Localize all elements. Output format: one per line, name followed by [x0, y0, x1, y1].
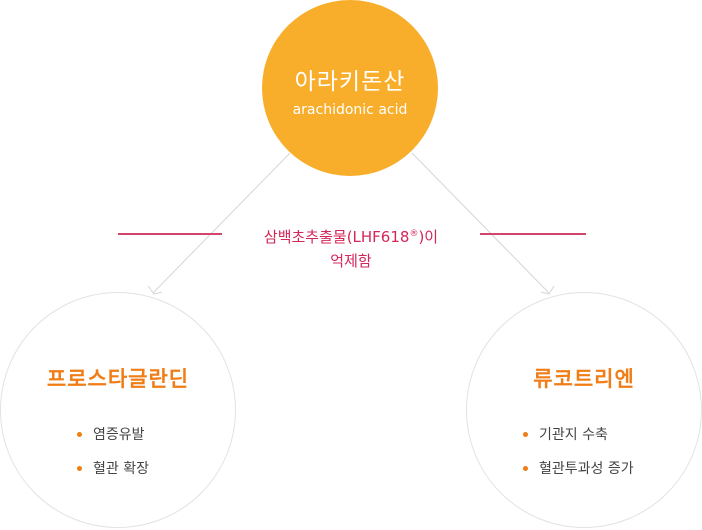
inhibitor-line-left — [118, 233, 222, 235]
list-item: 기관지 수축 — [523, 425, 634, 459]
prostaglandin-title: 프로스타글란딘 — [46, 367, 190, 391]
inhibitor-line1: 삼백초추출물(LHF618®)이 — [263, 228, 439, 246]
arachidonic-acid-node: 아라키돈산 arachidonic acid — [262, 0, 438, 176]
list-item: 혈관 확장 — [77, 459, 149, 493]
inhibitor-label: 삼백초추출물(LHF618®)이 억제함 — [226, 222, 476, 273]
leukotriene-effects: 기관지 수축 혈관투과성 증가 — [523, 425, 634, 493]
bullet-icon — [523, 432, 528, 437]
bullet-icon — [77, 432, 82, 437]
prostaglandin-effects: 염증유발 혈관 확장 — [77, 425, 149, 493]
leukotriene-title: 류코트리엔 — [533, 367, 635, 391]
arachidonic-acid-title: 아라키돈산 — [294, 69, 406, 95]
inhibitor-line-right — [480, 233, 586, 235]
bullet-icon — [523, 466, 528, 471]
bullet-icon — [77, 466, 82, 471]
list-item: 염증유발 — [77, 425, 149, 459]
leukotriene-node: 류코트리엔 기관지 수축 혈관투과성 증가 — [466, 292, 702, 528]
prostaglandin-node: 프로스타글란딘 염증유발 혈관 확장 — [0, 292, 236, 528]
list-item: 혈관투과성 증가 — [523, 459, 634, 493]
arachidonic-acid-subtitle: arachidonic acid — [292, 102, 408, 118]
inhibitor-line2: 억제함 — [330, 252, 372, 270]
